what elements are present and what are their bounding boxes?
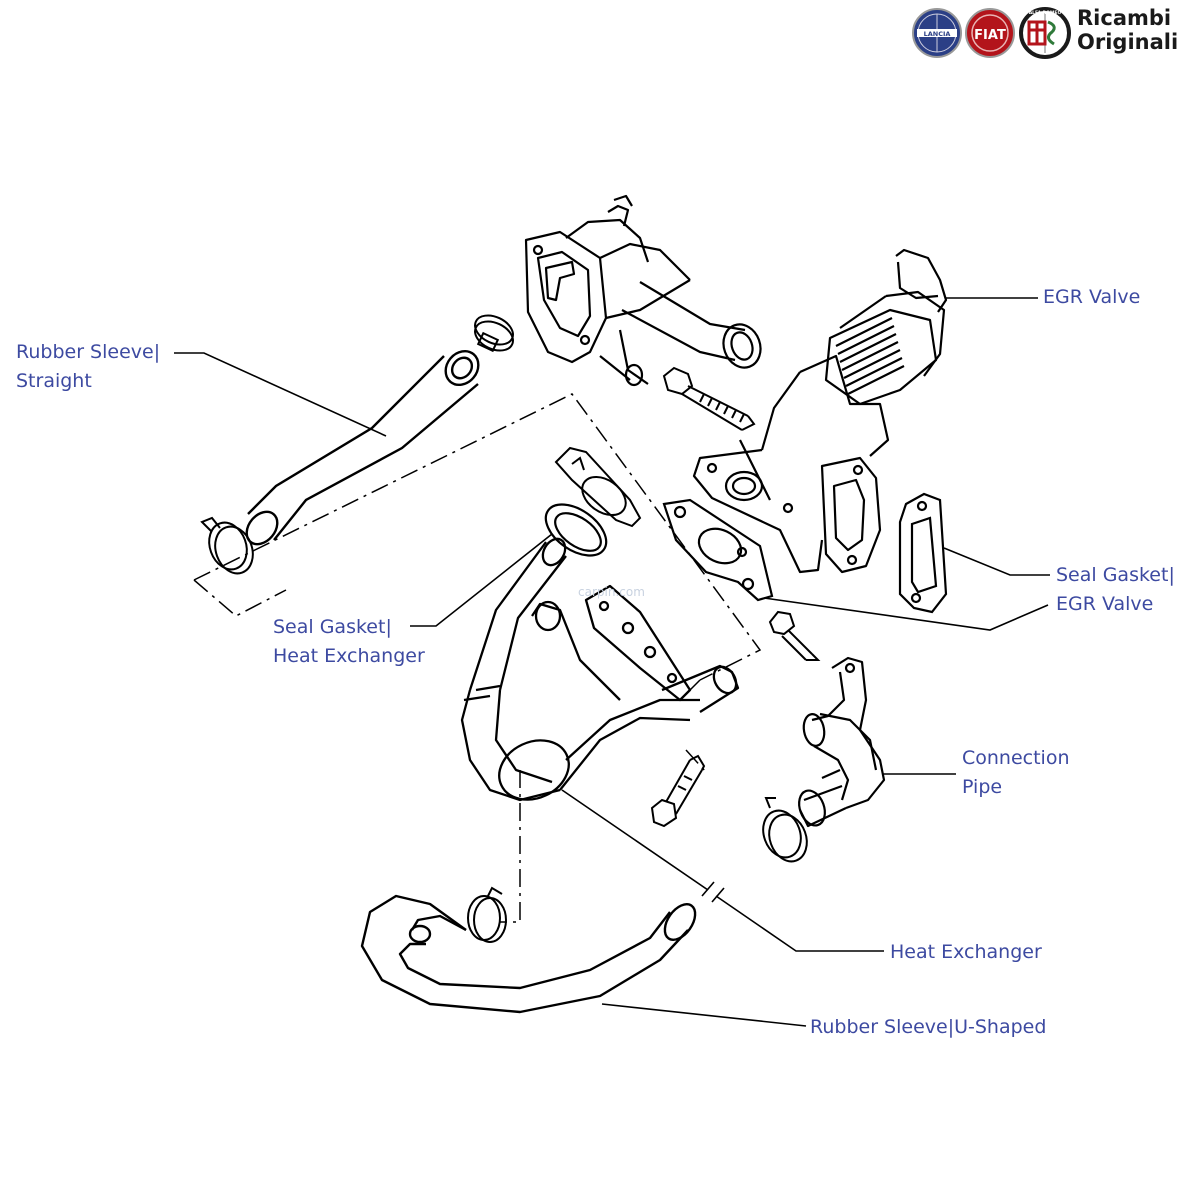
rubber-sleeve-u-shaped bbox=[360, 894, 697, 1014]
alfa-romeo-logo-text: ALFA ROMEO bbox=[1029, 10, 1062, 16]
alfa-romeo-logo: ALFA ROMEO bbox=[1019, 7, 1071, 59]
label-egr-valve-line1: EGR Valve bbox=[1043, 286, 1141, 308]
label-egr-valve: EGR Valve bbox=[1043, 283, 1140, 312]
heat-exchanger bbox=[460, 537, 740, 802]
label-connection-pipe: Connection Pipe bbox=[962, 744, 1070, 802]
seal-gasket-heat-exchanger bbox=[544, 503, 608, 557]
ricambi-originali-title: Ricambi Originali bbox=[1077, 6, 1178, 54]
label-heat-exchanger-line1: Heat Exchanger bbox=[890, 941, 1042, 963]
leader-rubber-sleeve-u bbox=[601, 1003, 807, 1027]
label-rubber-sleeve-u-line1: Rubber Sleeve|U-Shaped bbox=[810, 1016, 1047, 1038]
label-rubber-sleeve-straight-line1: Rubber Sleeve| bbox=[16, 341, 161, 363]
label-seal-gasket-egr-line2: EGR Valve bbox=[1056, 593, 1154, 615]
bolt-upper bbox=[662, 366, 756, 431]
egr-valve bbox=[692, 248, 948, 574]
label-rubber-sleeve-u: Rubber Sleeve|U-Shaped bbox=[810, 1013, 1046, 1042]
hose-clamp-right bbox=[762, 797, 808, 863]
heat-exchanger-bracket bbox=[554, 446, 642, 528]
leader-heat-exchanger bbox=[561, 789, 884, 952]
originali-line: Originali bbox=[1077, 30, 1179, 54]
hose-clamp-upper bbox=[474, 314, 514, 353]
lancia-logo: LANCIA bbox=[912, 8, 962, 58]
label-heat-exchanger: Heat Exchanger bbox=[890, 938, 1042, 967]
label-seal-gasket-heat: Seal Gasket| Heat Exchanger bbox=[273, 613, 425, 671]
label-seal-gasket-egr: Seal Gasket| EGR Valve bbox=[1056, 561, 1175, 619]
fiat-logo: FIAT bbox=[965, 8, 1015, 58]
watermark: carpin.com bbox=[578, 585, 645, 599]
leader-lines bbox=[174, 297, 1050, 1027]
label-rubber-sleeve-straight-line2: Straight bbox=[16, 370, 92, 392]
label-seal-gasket-egr-line1: Seal Gasket| bbox=[1056, 564, 1175, 586]
hose-clamp-left bbox=[200, 516, 254, 575]
label-connection-pipe-line1: Connection bbox=[962, 747, 1070, 769]
leader-seal-gasket-egr-flange bbox=[763, 597, 1049, 631]
leader-rubber-sleeve-straight bbox=[174, 352, 387, 437]
label-connection-pipe-line2: Pipe bbox=[962, 776, 1003, 798]
ricambi-line: Ricambi bbox=[1077, 6, 1172, 30]
leader-seal-gasket-egr-right bbox=[943, 547, 1050, 576]
bolt-connection bbox=[768, 610, 821, 661]
seal-gasket-egr-right bbox=[898, 492, 948, 614]
label-rubber-sleeve-straight: Rubber Sleeve| Straight bbox=[16, 338, 160, 396]
lancia-logo-text: LANCIA bbox=[924, 30, 951, 38]
bolt-lower bbox=[650, 754, 706, 828]
label-seal-gasket-heat-line1: Seal Gasket| bbox=[273, 616, 392, 638]
hose-clamp-bottom bbox=[467, 886, 507, 943]
leader-seal-gasket-heat bbox=[410, 533, 553, 627]
seal-gasket-egr-flange bbox=[662, 498, 774, 602]
label-seal-gasket-heat-line2: Heat Exchanger bbox=[273, 645, 425, 667]
rubber-sleeve-straight bbox=[245, 349, 480, 546]
fiat-logo-text: FIAT bbox=[974, 28, 1006, 43]
connection-pipe bbox=[798, 656, 886, 828]
thermostat-housing bbox=[524, 194, 762, 387]
